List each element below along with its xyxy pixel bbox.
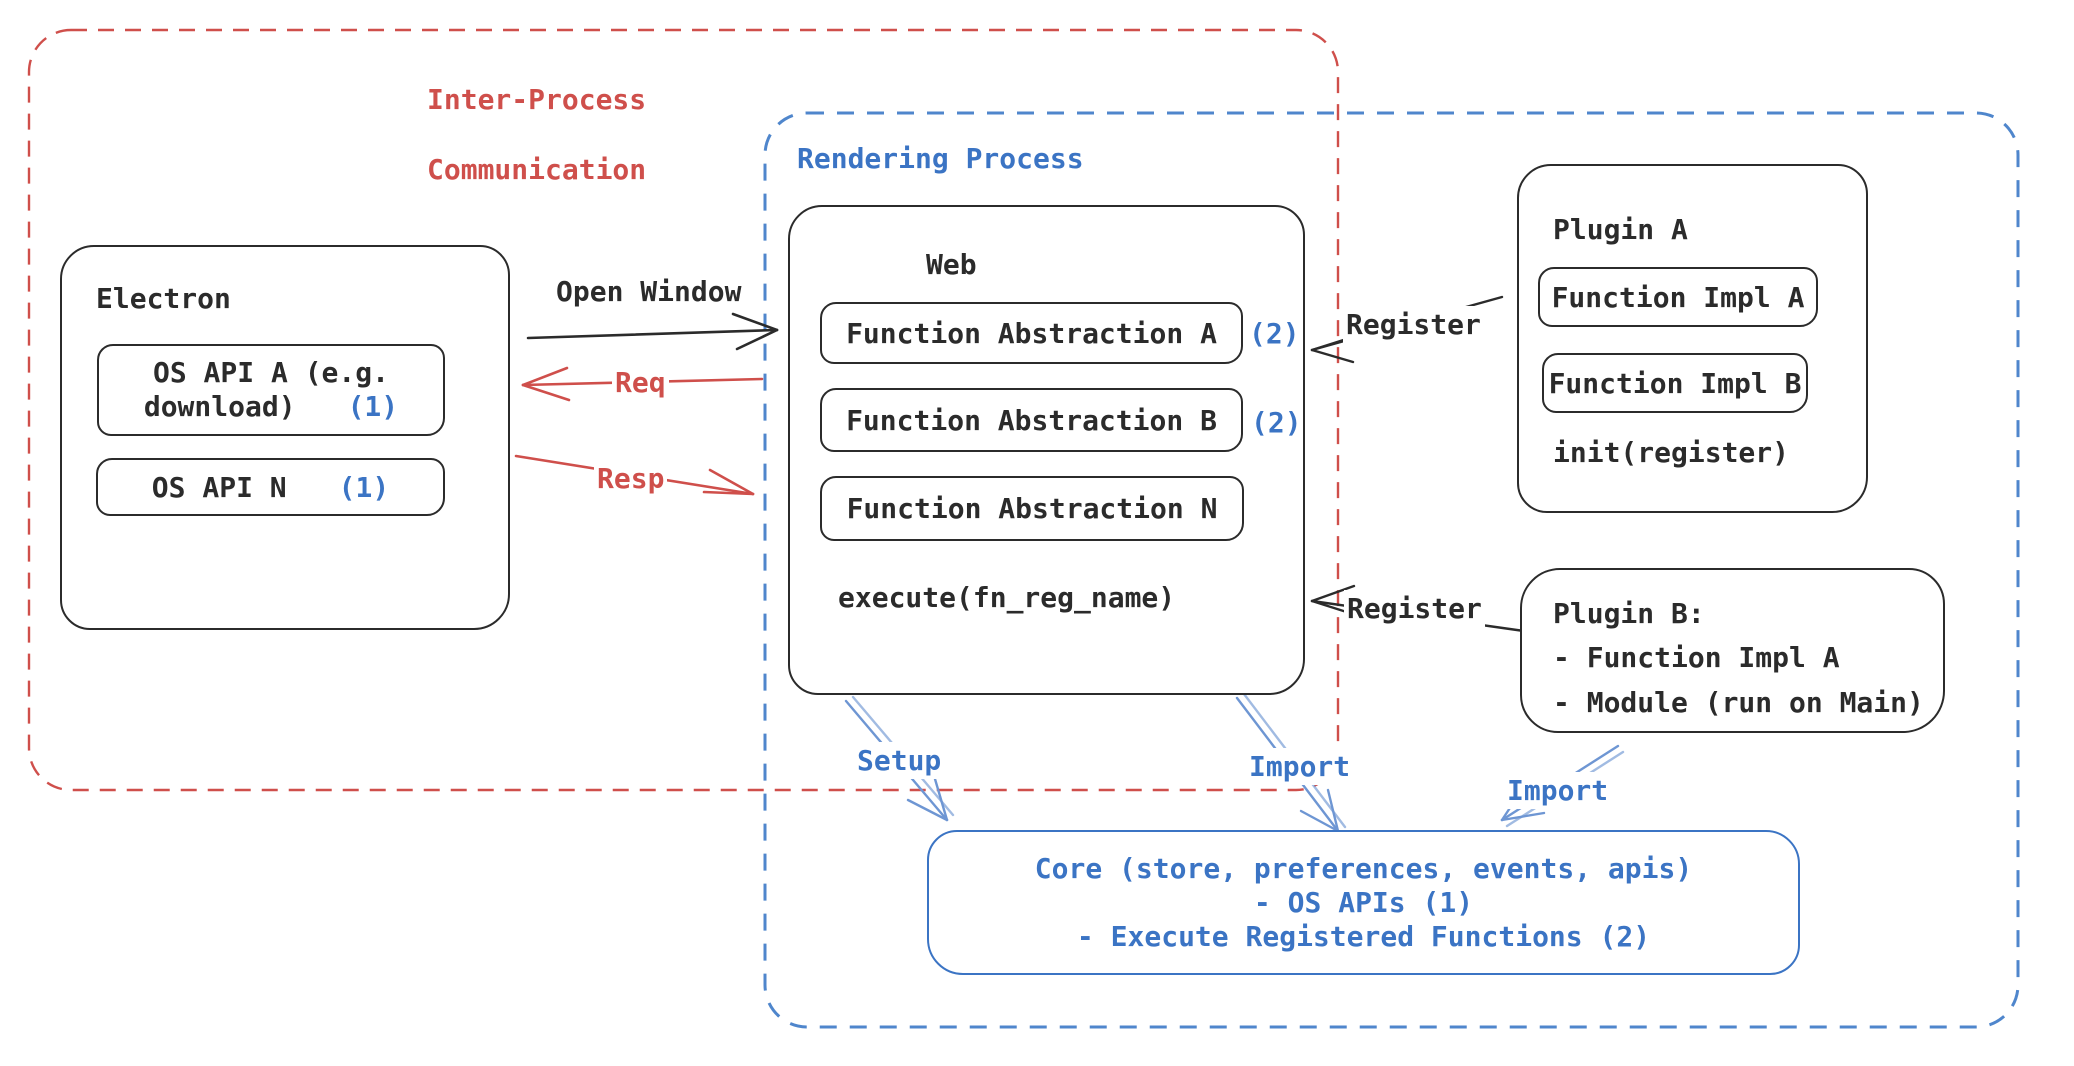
core-line1: Core (store, preferences, events, apis): [1034, 851, 1693, 885]
ipc-region-label: Inter-Process Communication: [427, 82, 646, 187]
execute-label: execute(fn_reg_name): [838, 581, 1176, 614]
fa-a-badge: (2): [1249, 317, 1300, 350]
rendering-dashed-region: [763, 111, 2020, 1029]
open-window-label: Open Window: [556, 275, 742, 308]
electron-box: [60, 245, 510, 630]
os-api-n-box: OS API N (1): [96, 458, 445, 516]
os-api-n-badge: (1): [338, 470, 390, 504]
core-line3: - Execute Registered Functions (2): [1076, 919, 1651, 953]
req-label: Req: [612, 364, 669, 401]
register-top-label: Register: [1343, 306, 1484, 343]
ipc-dashed-region: [27, 28, 1340, 792]
web-title: Web: [926, 248, 977, 281]
core-box: Core (store, preferences, events, apis) …: [927, 830, 1800, 975]
function-abstraction-a-box: Function Abstraction A: [820, 302, 1243, 364]
os-api-a-box: OS API A (e.g. download) (1): [97, 344, 445, 436]
os-api-n-label: OS API N: [151, 470, 287, 504]
plugin-b-box: [1520, 568, 1945, 733]
ipc-label-line2: Communication: [427, 153, 647, 186]
os-api-n-row: OS API N (1): [152, 471, 389, 504]
import-plugin-label: Import: [1504, 772, 1612, 809]
register-bottom-label: Register: [1344, 590, 1485, 627]
os-api-a-badge: (1): [347, 390, 399, 423]
open-window-arrow: [526, 312, 779, 351]
plugin-b-title: Plugin B:: [1553, 597, 1705, 630]
import-web-label: Import: [1246, 748, 1354, 785]
fa-b-badge: (2): [1251, 406, 1302, 439]
function-abstraction-n-box: Function Abstraction N: [820, 476, 1244, 541]
ipc-label-line1: Inter-Process: [427, 83, 647, 116]
os-api-a-line2: download): [143, 390, 296, 423]
plugin-a-box: [1517, 164, 1868, 513]
os-api-a-line1: OS API A (e.g.: [152, 356, 389, 389]
function-impl-b-label: Function Impl B: [1548, 366, 1802, 400]
init-register-label: init(register): [1553, 436, 1790, 469]
plugin-b-item-module: - Module (run on Main): [1553, 686, 1924, 719]
setup-label: Setup: [854, 742, 945, 779]
os-api-a-line2-row: download) (1): [144, 390, 398, 424]
plugin-a-title: Plugin A: [1553, 213, 1688, 246]
function-abstraction-n-label: Function Abstraction N: [846, 492, 1218, 525]
core-line2: - OS APIs (1): [1253, 885, 1474, 919]
resp-label: Resp: [594, 460, 668, 497]
plugin-b-item-impl-a: - Function Impl A: [1553, 641, 1840, 674]
function-abstraction-b-box: Function Abstraction B: [820, 388, 1243, 452]
function-impl-b-box: Function Impl B: [1542, 353, 1808, 413]
function-abstraction-b-label: Function Abstraction B: [846, 403, 1217, 437]
function-abstraction-a-label: Function Abstraction A: [846, 316, 1217, 350]
rendering-region-label: Rendering Process: [797, 142, 1084, 175]
function-impl-a-label: Function Impl A: [1551, 280, 1805, 314]
electron-title: Electron: [96, 282, 231, 315]
function-impl-a-box: Function Impl A: [1538, 267, 1818, 327]
